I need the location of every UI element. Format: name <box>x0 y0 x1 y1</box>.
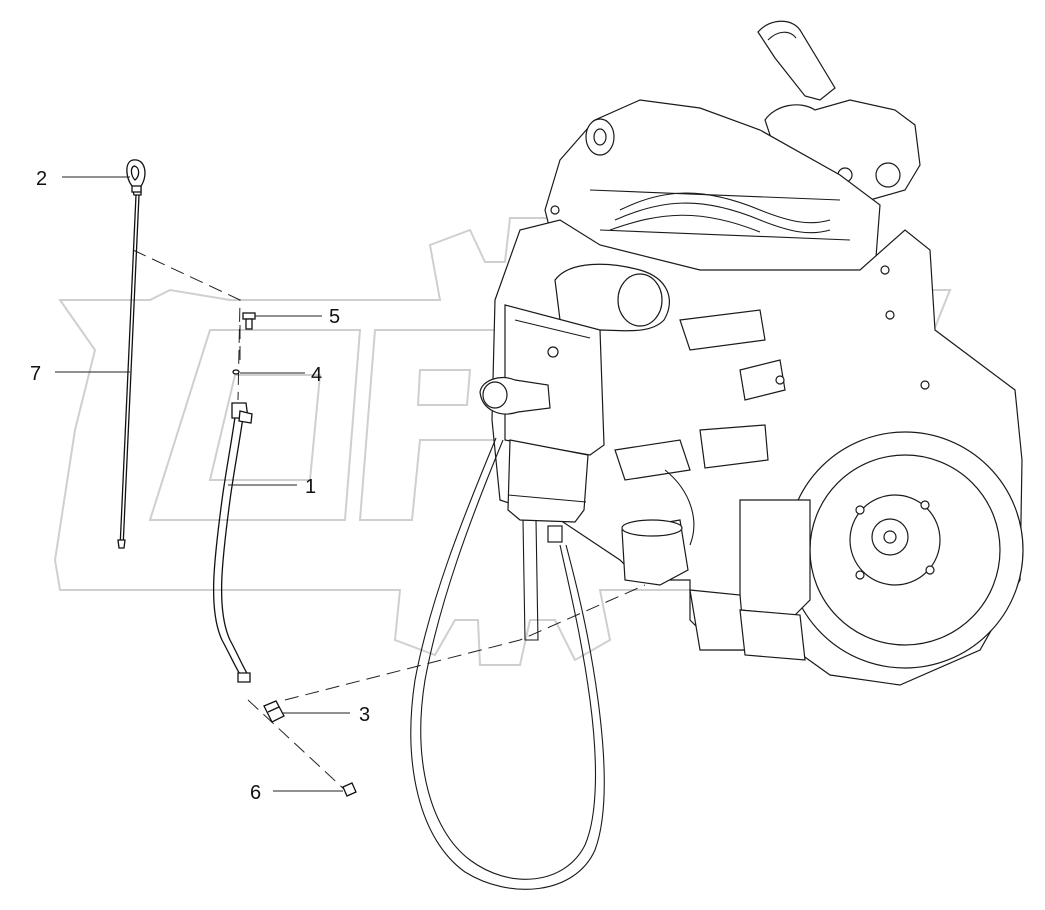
bolt <box>242 312 256 330</box>
callout-6: 6 <box>250 782 261 804</box>
callout-2: 2 <box>36 168 47 190</box>
callout-4: 4 <box>311 364 322 386</box>
washer <box>232 369 240 375</box>
engine-assembly <box>410 20 1024 890</box>
dipstick-guide-tube <box>212 402 253 683</box>
callout-labels: 2 7 5 4 1 3 6 <box>30 168 370 804</box>
callout-leader-lines <box>55 176 350 792</box>
dipstick-handle <box>126 159 146 196</box>
callout-7: 7 <box>30 363 41 385</box>
tube-grommet <box>263 700 285 723</box>
callout-1: 1 <box>305 476 316 498</box>
seal-ring <box>342 782 357 797</box>
callout-5: 5 <box>329 306 340 328</box>
watermark-letter-o <box>148 329 362 521</box>
callout-3: 3 <box>359 704 370 726</box>
assembly-dashed-lines <box>132 249 646 791</box>
